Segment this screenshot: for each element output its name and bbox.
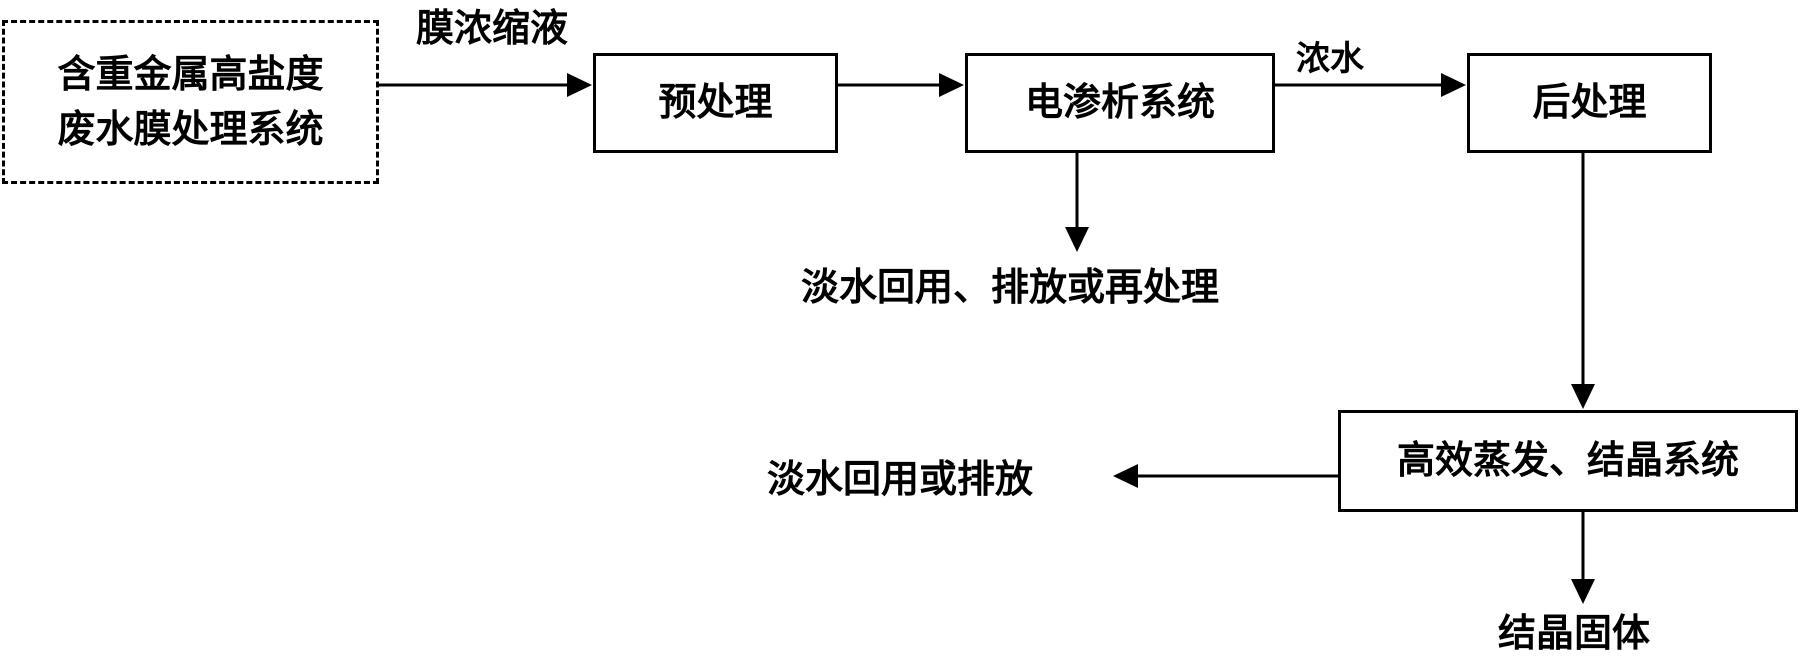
membrane-concentrate-label: 膜浓缩液 (416, 6, 569, 50)
electrodialysis-label: 电渗析系统 (1024, 80, 1215, 125)
fresh-water-reuse-label: 淡水回用、排放或再处理 (801, 265, 1220, 309)
source-line-1: 含重金属高盐度 (57, 51, 324, 96)
source-line-2: 废水膜处理系统 (57, 107, 324, 151)
concentrate-label: 浓水 (1296, 39, 1364, 79)
arrowhead-evaporation-to-crystal (1571, 579, 1595, 604)
arrowhead-ed-to-posttreatment (1441, 73, 1466, 97)
arrowhead-source-to-pretreatment (567, 73, 592, 97)
crystal-solids-label: 结晶固体 (1498, 611, 1651, 655)
evaporation-crystallization-box: 高效蒸发、结晶系统 (1338, 410, 1798, 512)
evaporation-label: 高效蒸发、结晶系统 (1396, 438, 1739, 483)
pretreatment-box: 预处理 (593, 53, 838, 153)
arrowhead-ed-to-fresh-water (1065, 227, 1089, 252)
arrowhead-posttreatment-to-evaporation (1571, 384, 1595, 409)
posttreatment-label: 后处理 (1532, 80, 1647, 125)
electrodialysis-box: 电渗析系统 (965, 53, 1275, 153)
fresh-water-reuse-or-discharge-label: 淡水回用或排放 (767, 457, 1034, 501)
membrane-treatment-source-box: 含重金属高盐度 废水膜处理系统 (2, 20, 379, 184)
arrowhead-pretreatment-to-ed (939, 73, 964, 97)
source-box-text: 含重金属高盐度 废水膜处理系统 (57, 47, 323, 157)
pretreatment-label: 预处理 (658, 80, 773, 125)
posttreatment-box: 后处理 (1467, 53, 1712, 153)
arrowhead-evaporation-to-fresh-water (1113, 464, 1138, 488)
